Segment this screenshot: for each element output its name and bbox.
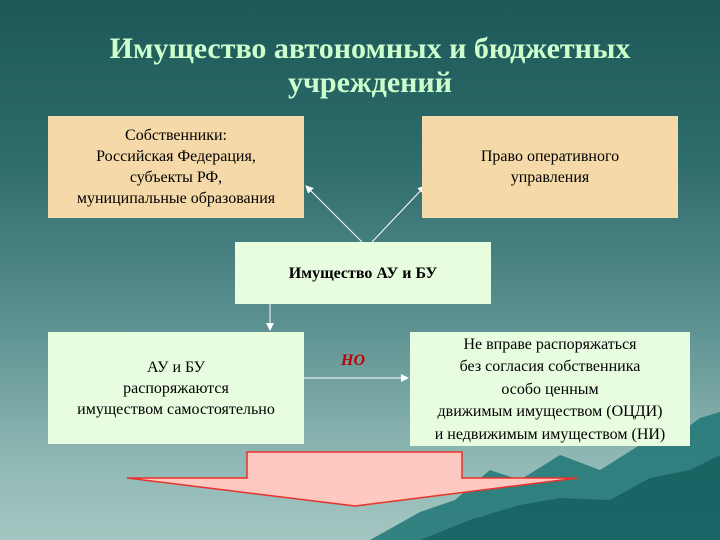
arrow-to-operational-right <box>371 185 426 243</box>
arrow-to-owners <box>305 185 363 243</box>
restriction-line: и недвижимым имуществом (НИ) <box>434 425 666 443</box>
restriction-line: без согласия собственника <box>459 358 641 376</box>
restriction-box: Не вправе распоряжаться без согласия соб… <box>410 332 690 446</box>
restriction-line: движимым имуществом (ОЦДИ) <box>437 403 663 421</box>
owners-line: субъекты РФ, <box>129 169 223 186</box>
property-label: Имущество АУ и БУ <box>288 264 438 282</box>
manage-line: распоряжаются <box>123 379 229 397</box>
manage-line: АУ и БУ <box>147 358 205 376</box>
owners-line: муниципальные образования <box>76 190 276 207</box>
operational-right-line: Право оперативного <box>480 148 620 165</box>
operational-right-box: Право оперативного управления <box>422 116 678 218</box>
owners-line: Собственники: <box>125 127 227 144</box>
manage-box: АУ и БУ распоряжаются имуществом самосто… <box>48 332 304 444</box>
owners-box: Собственники: Российская Федерация, субъ… <box>48 116 304 218</box>
connector-label: НО <box>341 352 365 369</box>
property-box: Имущество АУ и БУ <box>235 242 491 304</box>
restriction-line: Не вправе распоряжаться <box>463 335 637 353</box>
operational-right-line: управления <box>510 169 590 186</box>
restriction-line: особо ценным <box>501 380 599 398</box>
page-title: Имущество автономных и бюджетных учрежде… <box>109 32 631 99</box>
owners-line: Российская Федерация, <box>96 148 256 165</box>
manage-line: имуществом самостоятельно <box>77 400 275 418</box>
